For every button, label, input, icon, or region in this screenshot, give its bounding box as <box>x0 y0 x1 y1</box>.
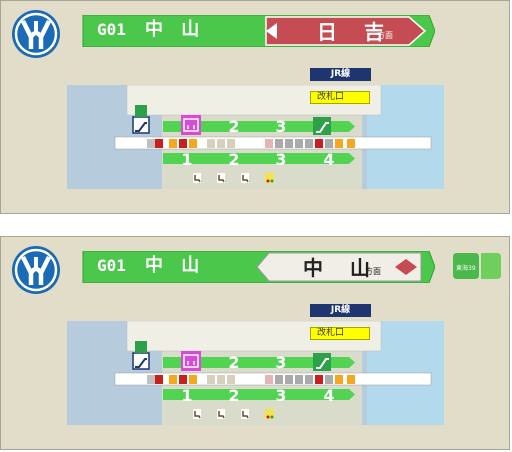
jr-line-tag: JR線 <box>310 304 371 317</box>
accessible-seat-icon <box>217 173 225 183</box>
elevator-icon <box>181 115 201 135</box>
accessible-seat-icon <box>193 173 201 183</box>
track-number-lower: 4 <box>323 386 334 405</box>
line-code: G01 <box>97 20 126 39</box>
station-map: 2 3 1 2 3 4 <box>67 321 444 425</box>
accessible-seat-icon <box>217 409 225 419</box>
track-number-lower: 4 <box>323 150 334 169</box>
escalator-icon <box>132 352 150 370</box>
ticket-gate-label: 改札口 <box>310 91 370 104</box>
station-name: 中 山 <box>145 255 206 276</box>
subway-logo-icon <box>11 9 61 59</box>
track-number-lower: 3 <box>275 150 286 169</box>
platform-guide-panel: G01 中 山 中 山 方面 東海39 JR線 <box>0 236 510 450</box>
stroller-icon <box>265 173 274 183</box>
track-number-upper: 2 <box>228 353 239 372</box>
ticket-gate-label: 改札口 <box>310 327 370 340</box>
track-number-lower: 1 <box>181 150 192 169</box>
direction-suffix: 方面 <box>377 31 393 40</box>
track-number-upper: 2 <box>228 117 239 136</box>
accessible-seat-icon <box>241 409 249 419</box>
track-number-lower: 2 <box>228 150 239 169</box>
escalator-icon <box>313 353 331 371</box>
platform-guide-panel: G01 中 山 日 吉 方面 JR線 <box>0 0 510 214</box>
stroller-icon <box>265 409 274 419</box>
track-number-lower: 2 <box>228 386 239 405</box>
line-code: G01 <box>97 256 126 275</box>
direction-suffix: 方面 <box>365 267 381 276</box>
subway-logo-icon <box>11 245 61 295</box>
track-number-upper: 3 <box>275 117 286 136</box>
escalator-icon <box>135 105 147 117</box>
direction-name: 中 山 <box>303 256 380 280</box>
direction-name: 日 吉 <box>317 20 394 44</box>
line-banner <box>82 251 435 283</box>
station-name: 中 山 <box>145 19 206 40</box>
escalator-icon <box>132 116 150 134</box>
accessible-seat-icon <box>241 173 249 183</box>
station-map: 2 3 1 2 3 4 <box>67 85 444 189</box>
track-number-lower: 1 <box>181 386 192 405</box>
green-line-badge: 東海39 <box>453 251 501 281</box>
escalator-icon <box>313 117 331 135</box>
track-number-lower: 3 <box>275 386 286 405</box>
escalator-icon <box>135 341 147 353</box>
elevator-icon <box>181 351 201 371</box>
track-number-upper: 3 <box>275 353 286 372</box>
line-banner <box>82 15 435 47</box>
accessible-seat-icon <box>193 409 201 419</box>
svg-text:東海39: 東海39 <box>456 264 476 272</box>
jr-line-tag: JR線 <box>310 68 371 81</box>
